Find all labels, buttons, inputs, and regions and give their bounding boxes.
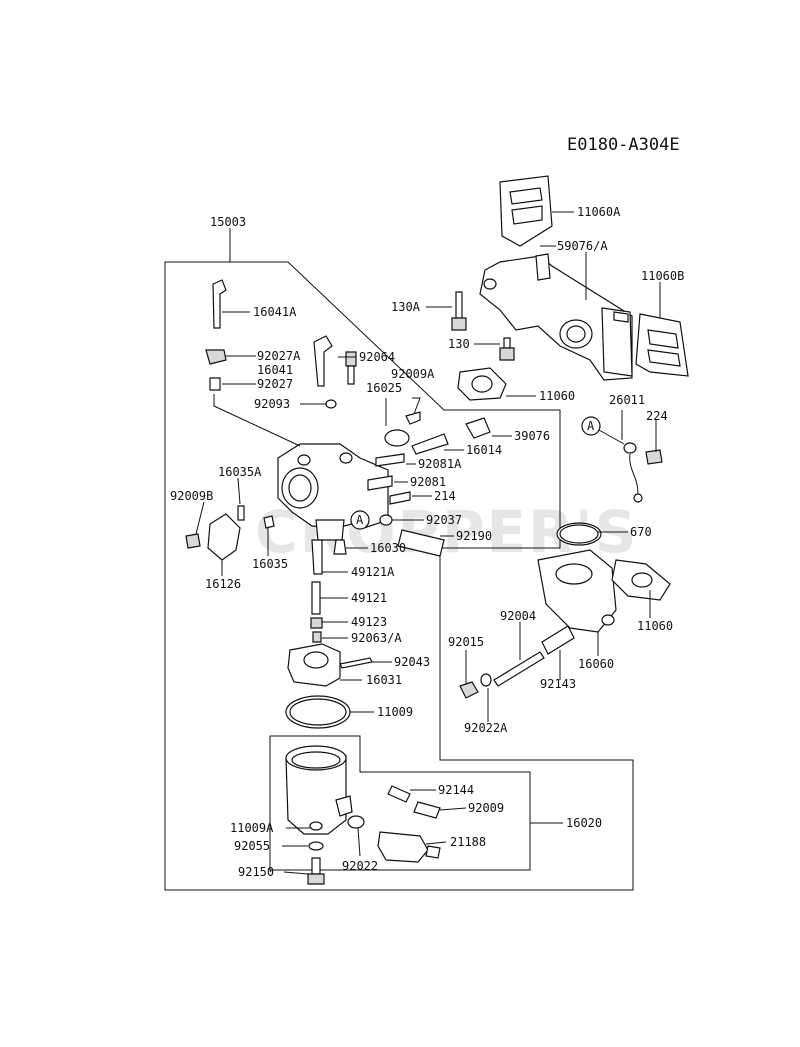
label-16031: 16031 — [366, 673, 402, 687]
label-92190: 92190 — [456, 529, 492, 543]
label-670: 670 — [630, 525, 652, 539]
part-labels: 15003 11060A 59076/A 11060B 130A 130 110… — [170, 205, 684, 879]
label-92009a: 92009A — [391, 367, 435, 381]
label-130a: 130A — [391, 300, 421, 314]
label-92063a: 92063/A — [351, 631, 402, 645]
label-11060-upper: 11060 — [539, 389, 575, 403]
label-26011: 26011 — [609, 393, 645, 407]
label-92081a: 92081A — [418, 457, 462, 471]
label-92009b: 92009B — [170, 489, 213, 503]
label-92064: 92064 — [359, 350, 395, 364]
callout-a-left: A — [350, 510, 370, 530]
label-92093: 92093 — [254, 397, 290, 411]
label-11009: 11009 — [377, 705, 413, 719]
label-11060b: 11060B — [641, 269, 684, 283]
label-214: 214 — [434, 489, 456, 503]
label-92043: 92043 — [394, 655, 430, 669]
label-92004: 92004 — [500, 609, 536, 623]
label-92022: 92022 — [342, 859, 378, 873]
label-16014: 16014 — [466, 443, 502, 457]
part-shapes — [185, 175, 689, 885]
leader-lines — [195, 211, 661, 875]
label-16025: 16025 — [366, 381, 402, 395]
label-92009: 92009 — [468, 801, 504, 815]
label-16041a: 16041A — [253, 305, 297, 319]
label-92022a: 92022A — [464, 721, 508, 735]
diagram-code: E0180-A304E — [567, 135, 680, 155]
label-224: 224 — [646, 409, 668, 423]
label-49123: 49123 — [351, 615, 387, 629]
label-49121: 49121 — [351, 591, 387, 605]
label-92015: 92015 — [448, 635, 484, 649]
label-49121a: 49121A — [351, 565, 395, 579]
label-92081: 92081 — [410, 475, 446, 489]
label-11060-lower: 11060 — [637, 619, 673, 633]
label-15003: 15003 — [210, 215, 246, 229]
svg-text:A: A — [356, 513, 364, 527]
label-92143: 92143 — [540, 677, 576, 691]
svg-text:A: A — [587, 419, 595, 433]
label-39076: 39076 — [514, 429, 550, 443]
label-92144: 92144 — [438, 783, 474, 797]
label-16035: 16035 — [252, 557, 288, 571]
label-92027a: 92027A — [257, 349, 301, 363]
label-16060: 16060 — [578, 657, 614, 671]
label-21188: 21188 — [450, 835, 486, 849]
label-16126: 16126 — [205, 577, 241, 591]
label-130: 130 — [448, 337, 470, 351]
label-11009a: 11009A — [230, 821, 274, 835]
label-16041: 16041 — [257, 363, 293, 377]
callout-a-right: A — [581, 416, 625, 445]
label-92055: 92055 — [234, 839, 270, 853]
label-59076a: 59076/A — [557, 239, 608, 253]
label-16030: 16030 — [370, 541, 406, 555]
label-92037: 92037 — [426, 513, 462, 527]
label-92150: 92150 — [238, 865, 274, 879]
label-16035a: 16035A — [218, 465, 262, 479]
label-92027: 92027 — [257, 377, 293, 391]
label-11060a: 11060A — [577, 205, 621, 219]
label-16020: 16020 — [566, 816, 602, 830]
